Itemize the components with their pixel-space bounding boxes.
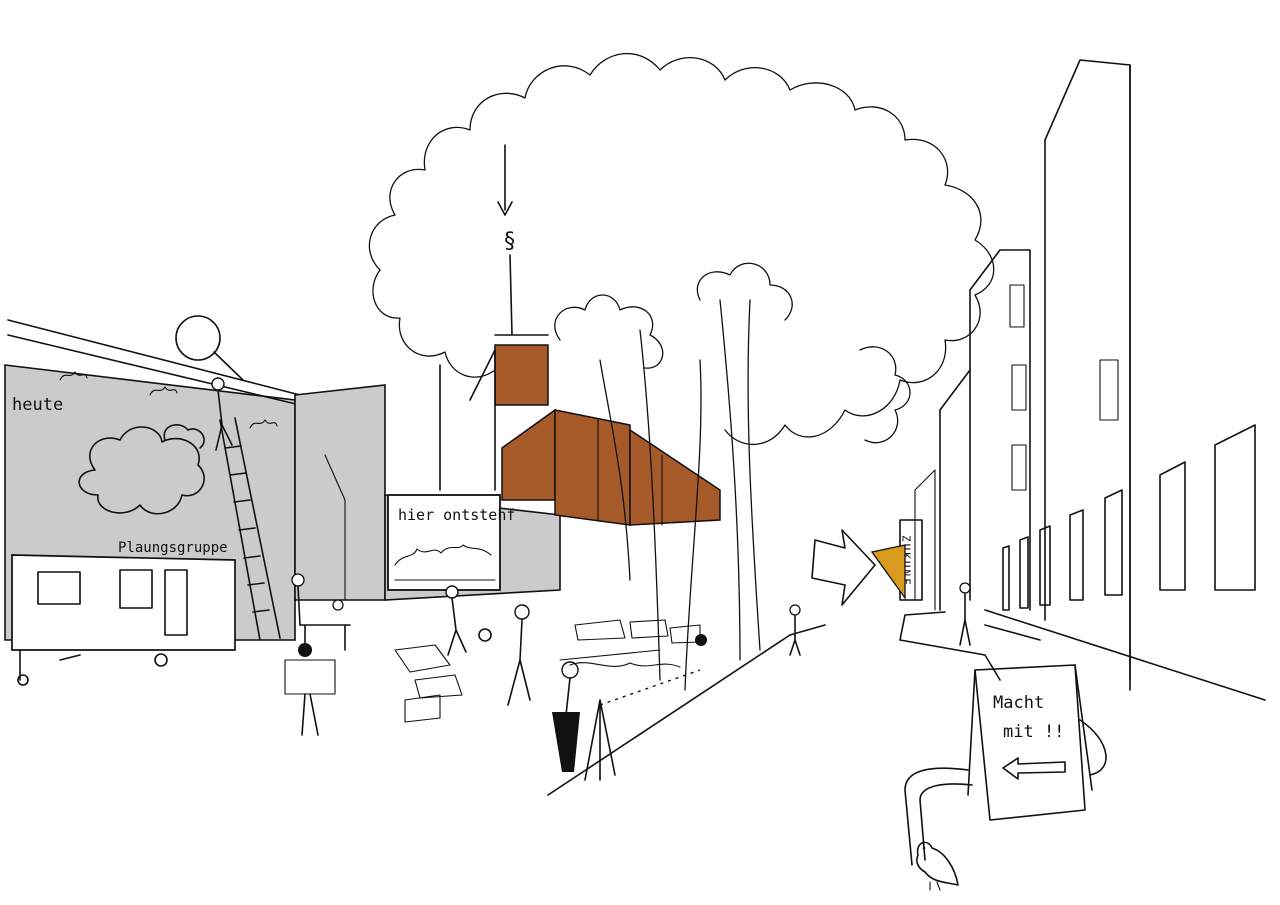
tree-canopy bbox=[368, 53, 995, 446]
left-arrow-icon bbox=[1002, 757, 1066, 780]
magnifier-icon bbox=[175, 315, 244, 381]
rust-panels bbox=[494, 344, 721, 526]
hier-entsteht-text: hier ontstehf bbox=[398, 506, 515, 524]
sign-line1: Macht bbox=[993, 693, 1044, 713]
planning-trailer: Plaungsgruppe bbox=[11, 540, 236, 686]
sign-board: Macht mit !! bbox=[967, 664, 1093, 821]
rubble bbox=[394, 619, 707, 723]
buildings-right bbox=[914, 59, 1266, 701]
tree-trunks bbox=[599, 299, 761, 691]
measuring-line bbox=[599, 669, 701, 706]
ladder bbox=[219, 417, 281, 641]
crane-hook-icon: § bbox=[503, 229, 516, 254]
people bbox=[211, 377, 971, 781]
winding-path bbox=[904, 719, 1107, 866]
hier-entsteht-billboard: hier ontstehf bbox=[387, 494, 515, 591]
planning-group-label: Plaungsgruppe bbox=[118, 540, 228, 556]
footpath bbox=[547, 624, 826, 796]
crane: § bbox=[439, 144, 549, 491]
thought-cloud bbox=[78, 426, 205, 515]
direction-arrow bbox=[811, 529, 876, 606]
bird-icon bbox=[916, 841, 959, 891]
sidewalk bbox=[899, 611, 1001, 681]
ochre-shape bbox=[870, 544, 906, 601]
heute-label: heute bbox=[12, 395, 63, 415]
sign-line2: mit !! bbox=[1003, 722, 1064, 742]
